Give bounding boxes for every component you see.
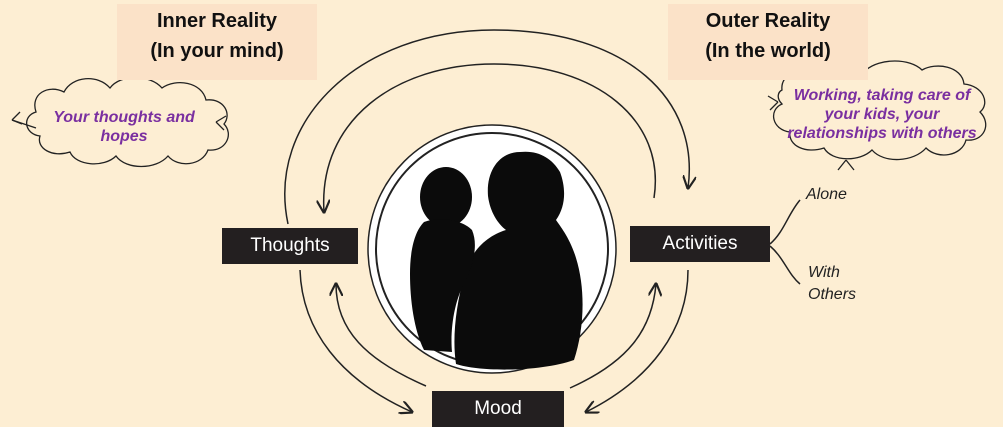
node-activities: Activities xyxy=(630,226,770,262)
arc-activities-to-mood xyxy=(586,269,689,412)
outer-reality-title: Outer Reality xyxy=(705,10,831,32)
cloud-left-text: Your thoughts and hopes xyxy=(53,109,195,145)
inner-reality-header: Inner Reality (In your mind) xyxy=(117,4,317,80)
arc-mood-to-activities xyxy=(569,284,656,389)
branch-with-line2: Others xyxy=(808,286,857,303)
arc-outer-top xyxy=(284,29,689,225)
arc-inner-top xyxy=(324,63,657,212)
inner-reality-subtitle: (In your mind) xyxy=(150,40,284,62)
outer-reality-subtitle: (In the world) xyxy=(705,40,831,62)
node-mood: Mood xyxy=(432,391,564,427)
branch-line-with-others xyxy=(769,245,801,285)
mother-child-silhouette xyxy=(367,124,617,374)
branch-with-others-label: With Others xyxy=(808,262,878,306)
branch-with-line1: With xyxy=(808,264,840,281)
cloud-right-text: Working, taking care of your kids, your … xyxy=(787,87,977,142)
outer-reality-header: Outer Reality (In the world) xyxy=(668,4,868,80)
branch-line-alone xyxy=(769,199,801,245)
node-thoughts: Thoughts xyxy=(222,228,358,264)
inner-reality-title: Inner Reality xyxy=(156,10,278,32)
branch-alone-label: Alone xyxy=(806,186,847,203)
arc-mood-to-thoughts xyxy=(336,284,427,387)
arc-thoughts-to-mood xyxy=(299,269,412,412)
cloud-left xyxy=(26,76,229,168)
